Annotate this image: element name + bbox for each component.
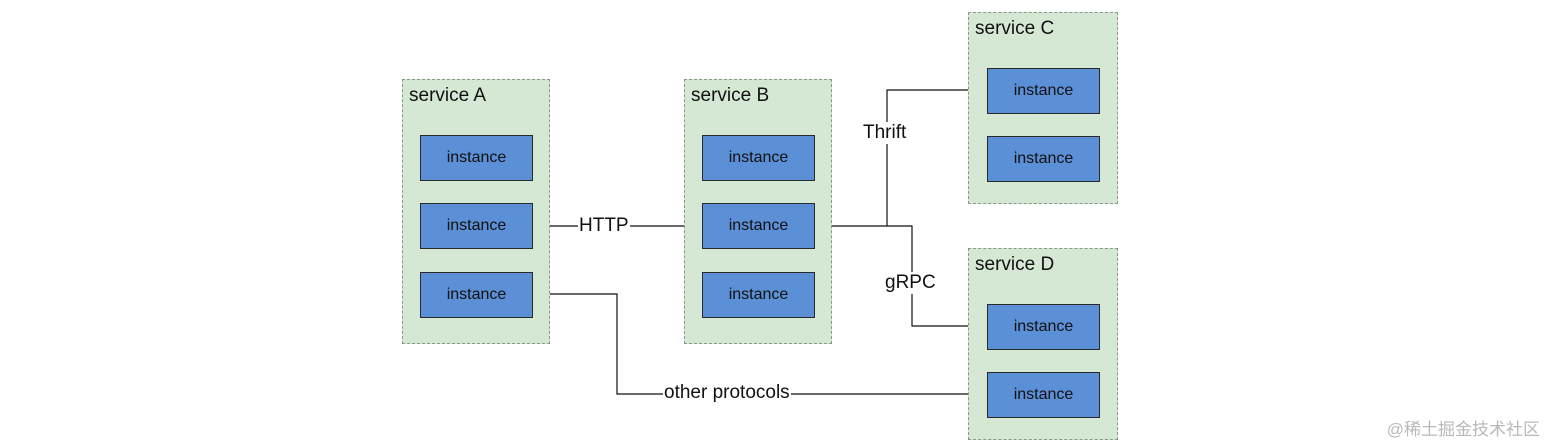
service-d-group: service D instance instance <box>968 248 1118 440</box>
http-label: HTTP <box>578 215 630 237</box>
service-c-group: service C instance instance <box>968 12 1118 204</box>
other-protocols-edge <box>533 293 985 398</box>
service-b-instance-3[interactable]: instance <box>702 272 815 318</box>
service-c-instance-1[interactable]: instance <box>987 68 1100 114</box>
service-a-group: service A instance instance instance <box>402 79 550 344</box>
service-c-instance-2[interactable]: instance <box>987 136 1100 182</box>
thrift-label: Thrift <box>862 122 908 144</box>
thrift-edge <box>814 86 985 227</box>
grpc-label: gRPC <box>884 272 937 294</box>
service-b-instance-2[interactable]: instance <box>702 203 815 249</box>
service-a-instance-2[interactable]: instance <box>420 203 533 249</box>
service-d-instance-2[interactable]: instance <box>987 372 1100 418</box>
service-a-instance-3[interactable]: instance <box>420 272 533 318</box>
other-protocols-label: other protocols <box>663 382 791 404</box>
service-c-label: service C <box>975 18 1055 39</box>
watermark-text: @稀土掘金技术社区 <box>1386 420 1540 439</box>
service-b-instance-1[interactable]: instance <box>702 135 815 181</box>
service-b-label: service B <box>691 85 770 106</box>
service-b-group: service B instance instance instance <box>684 79 832 344</box>
service-a-label: service A <box>409 85 487 106</box>
service-d-instance-1[interactable]: instance <box>987 304 1100 350</box>
service-d-label: service D <box>975 254 1055 275</box>
service-a-instance-1[interactable]: instance <box>420 135 533 181</box>
